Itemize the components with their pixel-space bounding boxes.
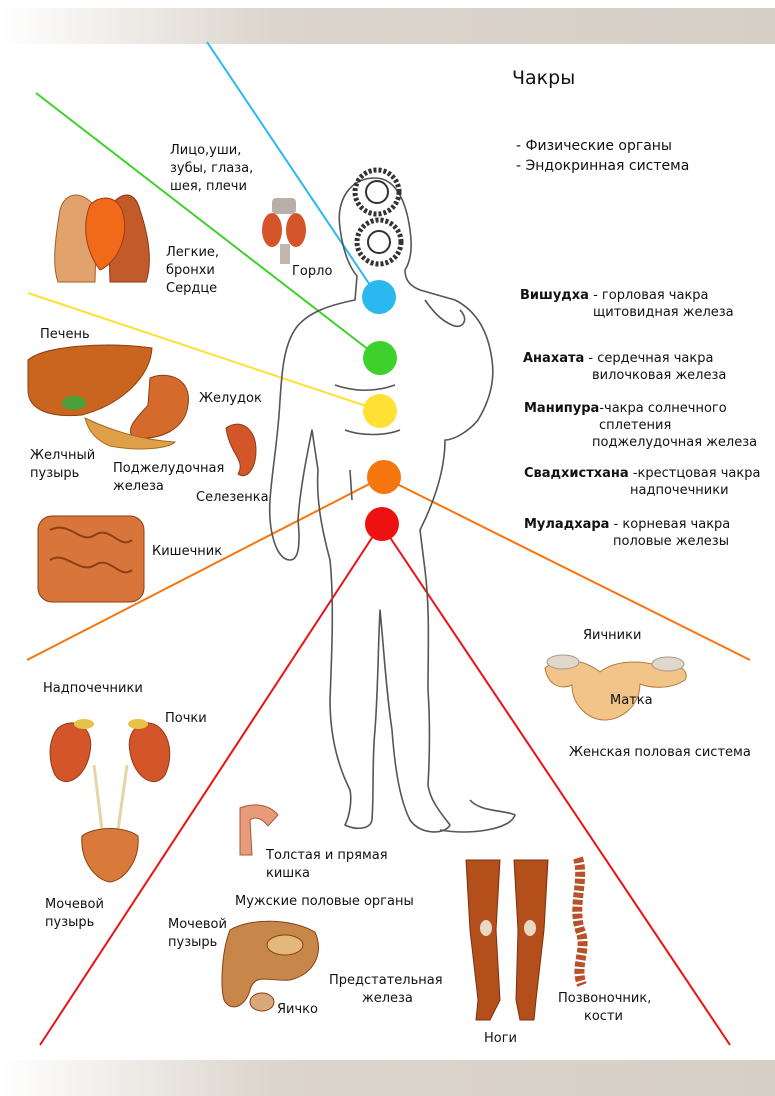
crown-chakra-symbol [352, 167, 402, 217]
chakra-muladhara: Муладхара - корневая чакра [524, 516, 730, 533]
label-male-organs: Мужские половые органы [235, 894, 414, 909]
label-lungs-line2: бронхи [166, 263, 215, 278]
anahata-dot [363, 341, 397, 375]
top-decorative-band [0, 8, 775, 44]
chakra-desc: -чакра солнечного [599, 401, 727, 416]
bottom-decorative-band [0, 1060, 775, 1096]
label-uterus: Матка [610, 693, 653, 708]
vishuddha-dot [362, 280, 396, 314]
legs-illustration [465, 859, 549, 1021]
legend-physical-organs: - Физические органы [516, 138, 672, 154]
chakra-svadhisthana: Свадхистхана -крестцовая чакра [524, 465, 760, 482]
female-reproductive-illustration [544, 654, 687, 721]
gland-muladhara: половые железы [613, 534, 729, 549]
label-spine-line1: Позвоночник, [558, 991, 652, 1006]
gland-svadhisthana: надпочечники [630, 483, 729, 498]
label-prostate-line1: Предстательная [329, 973, 443, 988]
svadhisthana-dot [367, 460, 401, 494]
label-prostate-line2: железа [362, 991, 413, 1006]
label-gallbladder-line1: Желчный [30, 448, 96, 463]
gland-anahata: вилочковая железа [592, 368, 727, 383]
stomach-illustration [129, 374, 189, 439]
label-stomach: Желудок [199, 391, 262, 406]
label-spine-line2: кости [584, 1009, 623, 1024]
label-liver: Печень [40, 327, 90, 342]
vishuddha-line [206, 41, 379, 298]
kidneys-illustration [49, 719, 171, 831]
chakra-vishuddha: Вишудха - горловая чакра [520, 287, 709, 304]
chakra-name: Свадхистхана [524, 466, 629, 481]
manipura-line [27, 292, 379, 411]
label-bladder-line1: Мочевой [45, 897, 104, 912]
label-ovaries: Яичники [583, 628, 642, 643]
muladhara-line-left [39, 523, 382, 1046]
male-reproductive-illustration [221, 920, 319, 1012]
label-face-line2: зубы, глаза, [170, 161, 254, 176]
label-female-system: Женская половая система [569, 745, 751, 760]
label-spleen: Селезенка [196, 490, 269, 505]
label-pancreas-line2: железа [113, 479, 164, 494]
third-eye-chakra-symbol [354, 217, 404, 267]
intestine-illustration [37, 515, 145, 603]
legend-endocrine-system: - Эндокринная система [516, 158, 690, 174]
label-testicle: Яичко [277, 1002, 318, 1017]
label-face-line3: шея, плечи [170, 179, 247, 194]
gallbladder-illustration [62, 396, 86, 410]
label-lungs-line1: Легкие, [166, 245, 220, 260]
chakra-name: Манипура [524, 401, 600, 416]
label-throat: Горло [292, 264, 333, 279]
label-gallbladder-line2: пузырь [30, 466, 80, 481]
chakra-name: Анахата [523, 351, 585, 366]
chakra-name: Муладхара [524, 517, 610, 532]
label-legs: Ноги [484, 1031, 518, 1046]
label-colon-line2: кишка [266, 866, 311, 881]
page-title: Чакры [512, 67, 576, 89]
label-bladder-m-line2: пузырь [168, 935, 218, 950]
lungs-heart-illustration [54, 194, 150, 283]
label-heart: Сердце [166, 281, 218, 296]
chakra-name: Вишудха [520, 288, 589, 303]
chakra-anahata: Анахата - сердечная чакра [523, 350, 713, 367]
pancreas-illustration [84, 417, 177, 450]
muladhara-dot [365, 507, 399, 541]
label-face-line1: Лицо,уши, [170, 143, 242, 158]
svadhisthana-line-right [382, 476, 751, 661]
chakra-manipura-desc2: сплетения [599, 418, 672, 433]
label-intestine: Кишечник [152, 544, 223, 559]
bladder-illustration [81, 828, 139, 883]
chakra-desc: - горловая чакра [588, 288, 709, 303]
label-colon-line1: Толстая и прямая [266, 848, 388, 863]
chakra-desc: - корневая чакра [609, 517, 731, 532]
colon-illustration [239, 804, 279, 856]
anahata-line [35, 92, 379, 358]
thyroid-illustration [262, 198, 306, 264]
manipura-dot [363, 394, 397, 428]
chakra-desc: -крестцовая чакра [628, 466, 761, 481]
label-pancreas-line1: Поджелудочная [113, 461, 225, 476]
liver-illustration [27, 344, 153, 417]
svadhisthana-line-left [26, 476, 384, 661]
label-adrenals: Надпочечники [43, 681, 143, 696]
chakra-desc: - сердечная чакра [584, 351, 714, 366]
gland-manipura: поджелудочная железа [592, 435, 758, 450]
chakra-manipura: Манипура-чакра солнечного [524, 400, 727, 417]
human-figure [268, 177, 516, 833]
muladhara-line-right [380, 523, 731, 1046]
spleen-illustration [225, 423, 257, 477]
gland-vishuddha: щитовидная железа [593, 305, 734, 320]
label-bladder-line2: пузырь [45, 915, 95, 930]
label-kidneys: Почки [165, 711, 207, 726]
spine-illustration [572, 856, 588, 987]
label-bladder-m-line1: Мочевой [168, 917, 227, 932]
